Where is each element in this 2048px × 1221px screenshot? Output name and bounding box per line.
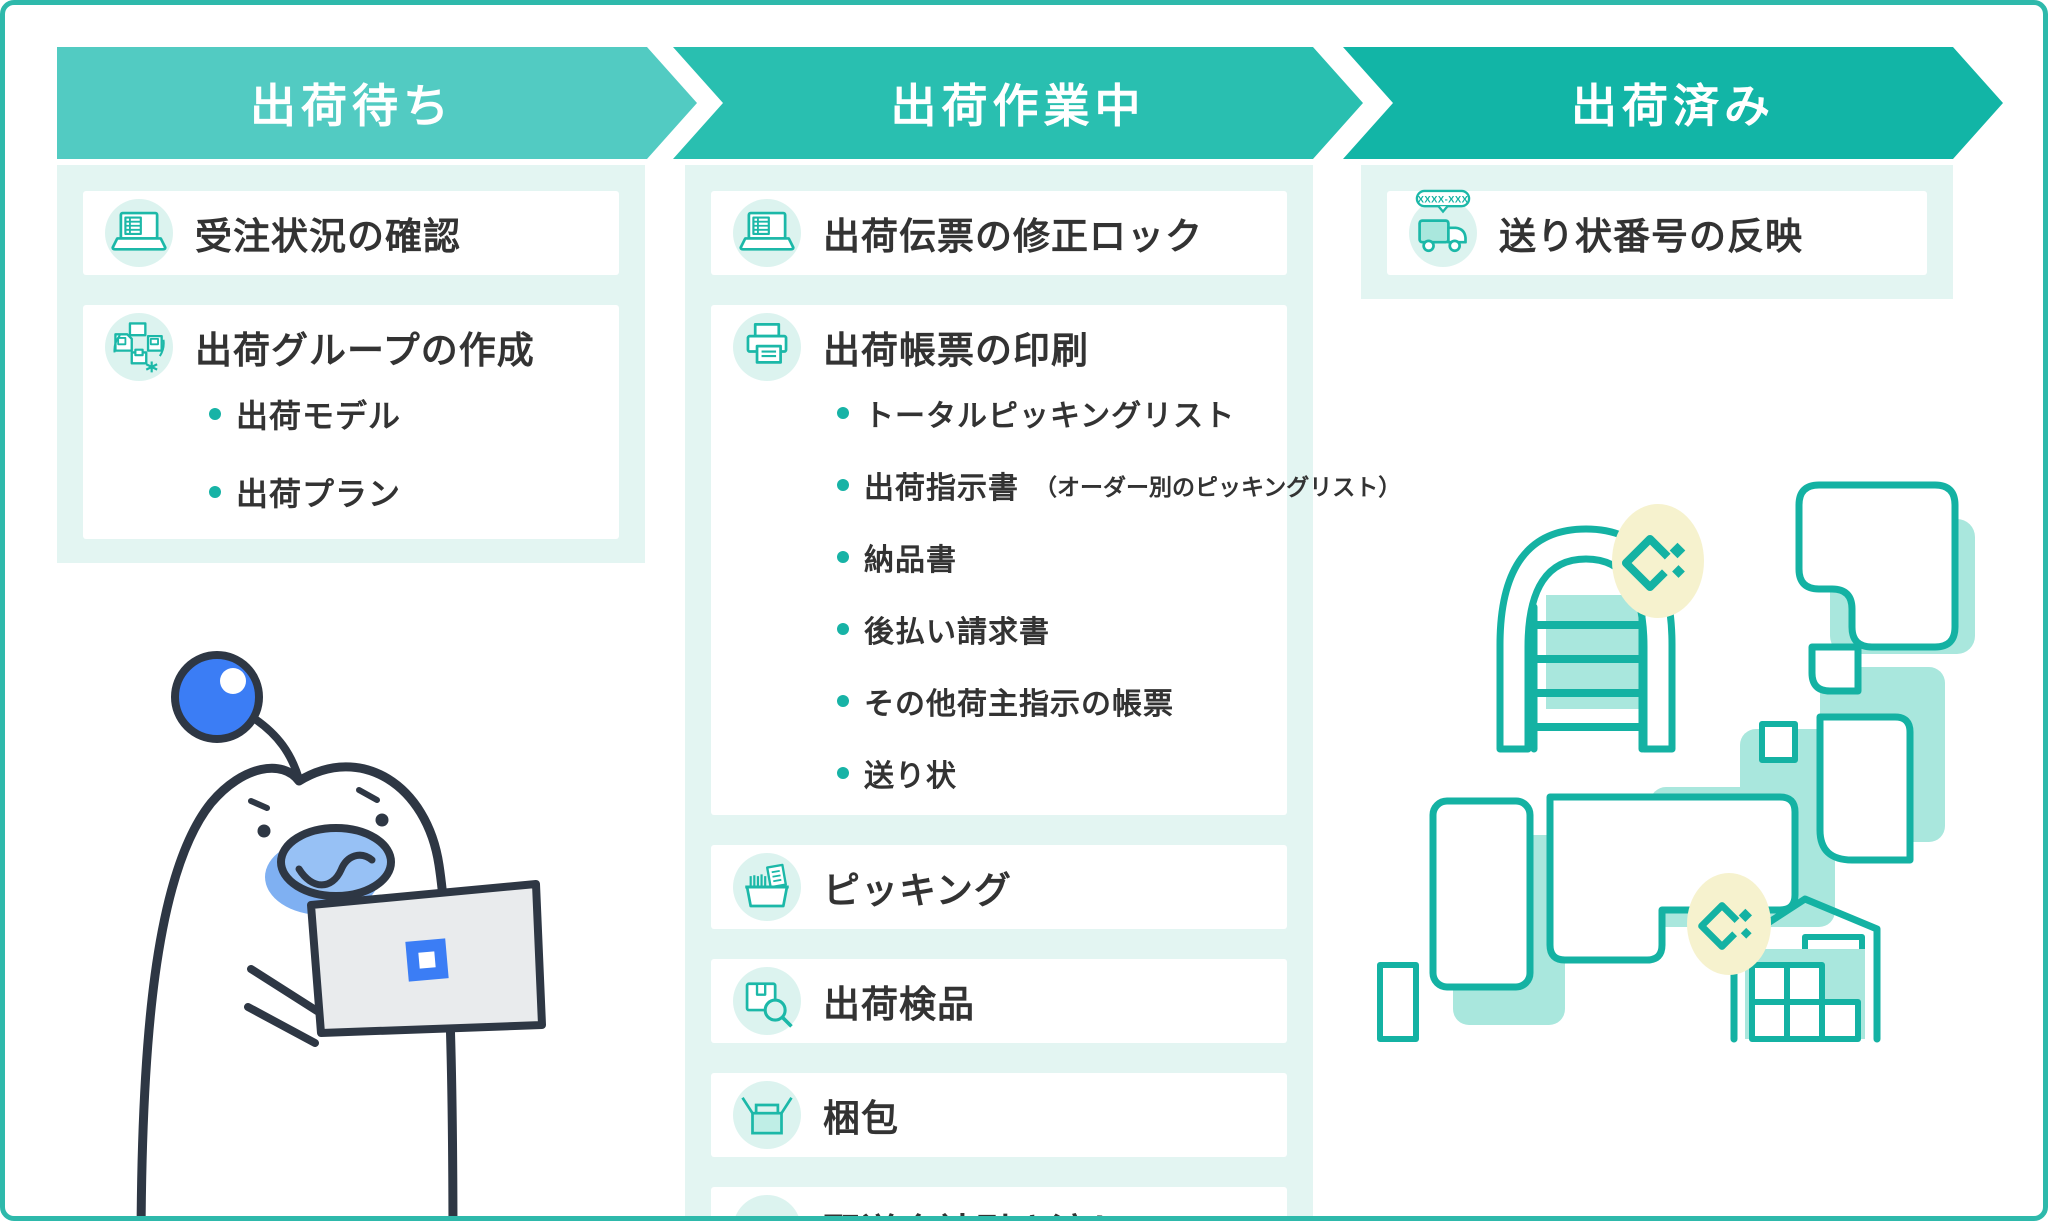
laptop-lock-icon <box>733 199 801 267</box>
bullet-text: 出荷プラン <box>236 476 402 512</box>
process-step-banner-working: 出荷作業中 <box>673 47 1363 159</box>
task-card: ピッキング <box>711 845 1287 929</box>
bullet-item: 送り状 <box>837 751 1265 795</box>
task-card: 受注状況の確認 <box>83 191 619 275</box>
task-card: 出荷伝票の修正ロック <box>711 191 1287 275</box>
bullet-item: その他荷主指示の帳票 <box>837 679 1265 723</box>
mascot-illustration <box>136 651 546 1216</box>
svg-text:XXXX-XXX: XXXX-XXX <box>1418 195 1469 206</box>
bullet-item: 納品書 <box>837 535 1265 579</box>
task-label: 出荷帳票の印刷 <box>823 330 1089 371</box>
shipping-group-icon <box>105 313 173 381</box>
bullet-text: 出荷指示書 <box>864 472 1019 505</box>
task-label: 出荷グループの作成 <box>195 330 535 371</box>
task-label: 配送会社引き渡し <box>823 1202 1127 1216</box>
bullet-text: 後払い請求書 <box>864 616 1050 649</box>
bullet-item: 出荷指示書 （オーダー別のピッキングリスト） <box>837 463 1401 507</box>
task-card: 出荷検品 <box>711 959 1287 1043</box>
bullet-item: 出荷モデル <box>209 391 597 437</box>
process-step-banner-awaiting: 出荷待ち <box>57 47 697 159</box>
bullet-note: （オーダー別のピッキングリスト） <box>1034 474 1402 500</box>
packing-open-box-icon <box>733 1081 801 1149</box>
bullet-list: 出荷モデル出荷プラン <box>105 391 597 515</box>
bullet-item: トータルピッキングリスト <box>837 391 1265 435</box>
logo-badge <box>1612 504 1704 618</box>
task-label: 出荷伝票の修正ロック <box>823 216 1203 257</box>
column-shipped: 出荷済み XXXX-XXX 送り状番号の反映 <box>1343 47 2003 299</box>
warehouse-house-icon <box>1730 895 1881 1043</box>
bullet-text: 送り状 <box>864 760 957 793</box>
inspection-box-magnifier-icon <box>733 967 801 1035</box>
bullet-item: 出荷プラン <box>209 469 597 515</box>
column-awaiting-shipment: 出荷待ち 受注状況の確認 出荷グループの作成出荷モデル出荷プラン <box>57 47 697 563</box>
warehouse-icon <box>1496 525 1676 753</box>
task-label: 受注状況の確認 <box>195 216 461 257</box>
task-card: 梱包 <box>711 1073 1287 1157</box>
task-label: ピッキング <box>823 870 1012 911</box>
bullet-item: 後払い請求書 <box>837 607 1265 651</box>
laptop-logo-icon <box>405 938 449 982</box>
bullet-text: トータルピッキングリスト <box>864 400 1236 433</box>
column-cards-working: 出荷伝票の修正ロック 出荷帳票の印刷トータルピッキングリスト出荷指示書 （オーダー… <box>685 165 1401 1216</box>
process-step-banner-shipped: 出荷済み <box>1343 47 2003 159</box>
bullet-text: その他荷主指示の帳票 <box>864 688 1174 721</box>
bullet-text: 出荷モデル <box>236 398 402 434</box>
task-card: 配送会社引き渡し <box>711 1187 1287 1216</box>
tracking-number-truck-icon: XXXX-XXX <box>1409 189 1477 267</box>
bullet-dot <box>837 623 849 635</box>
picking-basket-icon <box>733 853 801 921</box>
bullet-dot <box>209 408 221 420</box>
task-label: 出荷検品 <box>823 984 975 1025</box>
printer-icon <box>733 313 801 381</box>
bullet-dot <box>837 407 849 419</box>
bullet-dot <box>209 486 221 498</box>
task-label: 送り状番号の反映 <box>1499 216 1803 257</box>
logo-badge <box>1687 873 1771 975</box>
bullet-dot <box>837 479 849 491</box>
japan-map-illustration <box>1377 481 1975 1043</box>
task-card: 出荷帳票の印刷トータルピッキングリスト出荷指示書 （オーダー別のピッキングリスト）… <box>711 305 1401 815</box>
column-shipping-in-progress: 出荷作業中 出荷伝票の修正ロック 出荷帳票の印刷トータルピッキングリスト出荷指示… <box>673 47 1401 1216</box>
bullet-dot <box>837 767 849 779</box>
laptop-order-status-icon <box>105 199 173 267</box>
bullet-dot <box>837 551 849 563</box>
task-card: 出荷グループの作成出荷モデル出荷プラン <box>83 305 619 539</box>
bullet-list: トータルピッキングリスト出荷指示書 （オーダー別のピッキングリスト） 納品書後払い請… <box>733 391 1401 795</box>
bullet-dot <box>837 695 849 707</box>
bullet-text: 納品書 <box>864 544 957 577</box>
task-label: 梱包 <box>823 1098 899 1139</box>
task-card: XXXX-XXX 送り状番号の反映 <box>1387 189 1927 275</box>
delivery-truck-icon <box>733 1195 801 1216</box>
column-cards-awaiting: 受注状況の確認 出荷グループの作成出荷モデル出荷プラン <box>57 165 645 563</box>
column-cards-shipped: XXXX-XXX 送り状番号の反映 <box>1361 165 1953 299</box>
